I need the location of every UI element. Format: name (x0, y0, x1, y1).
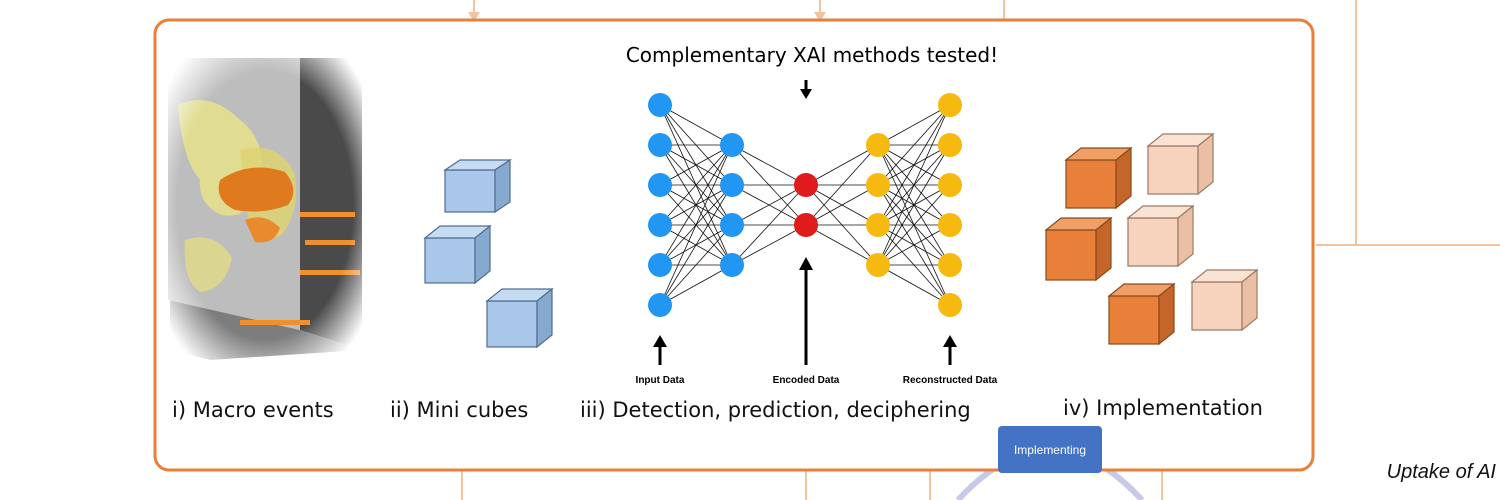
cube-front (424, 237, 476, 284)
cube-side (1115, 146, 1132, 210)
cube-side (1158, 282, 1175, 346)
network-node-output (938, 173, 962, 197)
edge-fade (160, 45, 370, 365)
network-node-output (938, 213, 962, 237)
stage-label-mini-cubes: ii) Mini cubes (390, 398, 529, 422)
cube-front (1045, 229, 1097, 281)
network-node-input (720, 213, 744, 237)
macro-events-illustration (160, 45, 370, 365)
network-edge (877, 144, 951, 266)
network-edge (659, 144, 733, 266)
cube-front (1127, 217, 1179, 267)
network-node-output (866, 133, 890, 157)
mini-cubes-group (423, 158, 554, 349)
implementing-badge: Implementing (998, 426, 1102, 473)
cube-side (1177, 204, 1194, 268)
mini-cube (423, 224, 492, 285)
mini-cube (443, 158, 512, 214)
network-node-input (720, 173, 744, 197)
cube-side (1095, 216, 1112, 282)
network-node-output (938, 93, 962, 117)
network-edge (731, 144, 807, 186)
network-nodes (648, 93, 962, 317)
network-node-output (866, 173, 890, 197)
implementation-cube-peach (1146, 132, 1215, 196)
network-edge (877, 104, 951, 226)
input-arrow-head (653, 335, 667, 347)
implementation-cube-orange (1064, 146, 1133, 210)
reconstructed-arrow-head (943, 335, 957, 347)
network-edge (877, 104, 951, 266)
network-node-output (938, 293, 962, 317)
network-node-output (866, 253, 890, 277)
implementation-cube-orange (1107, 282, 1176, 346)
network-edge (659, 264, 733, 306)
implementation-cube-orange (1044, 216, 1113, 282)
network-edge (659, 224, 733, 306)
network-edge (659, 184, 733, 306)
cube-side (1241, 268, 1258, 332)
cube-side (1197, 132, 1214, 196)
cube-side (536, 287, 553, 349)
network-edge (805, 184, 879, 226)
pipeline-frame (153, 18, 1315, 472)
connector-arrow-top-2 (814, 12, 826, 22)
cube-side (494, 158, 511, 214)
encoded-data-label: Encoded Data (773, 375, 840, 386)
network-edge (877, 184, 951, 266)
uptake-caption: Uptake of AI (1386, 461, 1496, 483)
network-edge (659, 144, 733, 186)
network-node-input (720, 133, 744, 157)
cube-front (444, 169, 496, 213)
network-edge (659, 144, 733, 306)
network-edge (805, 144, 879, 186)
network-node-input (648, 93, 672, 117)
network-node-input (648, 173, 672, 197)
network-node-encoded (794, 213, 818, 237)
network-edge (731, 184, 807, 266)
network-edge (877, 104, 951, 146)
cube-front (486, 300, 538, 348)
implementation-cubes (1044, 132, 1259, 346)
network-node-encoded (794, 173, 818, 197)
network-edge (805, 144, 879, 226)
network-edge (659, 104, 733, 146)
network-node-output (866, 213, 890, 237)
stage-label-detection: iii) Detection, prediction, deciphering (580, 398, 971, 422)
encoded-arrow-head (799, 257, 813, 270)
network-edge (805, 224, 879, 266)
mini-cube (485, 287, 554, 349)
network-arrows (653, 80, 957, 365)
network-edge (877, 224, 951, 266)
network-node-input (648, 213, 672, 237)
network-node-output (938, 253, 962, 277)
connector-arrow-top-1 (468, 12, 480, 22)
stage-label-macro-events: i) Macro events (172, 398, 334, 422)
network-node-output (938, 133, 962, 157)
cube-front (1191, 281, 1243, 331)
xai-arrow-head (800, 89, 812, 99)
network-edge (731, 224, 807, 266)
xai-title: Complementary XAI methods tested! (626, 43, 998, 67)
implementation-cube-peach (1190, 268, 1259, 332)
cube-side (474, 224, 491, 285)
network-edge (877, 264, 951, 306)
network-node-input (648, 293, 672, 317)
cube-front (1147, 145, 1199, 195)
network-node-input (648, 133, 672, 157)
input-data-label: Input Data (636, 375, 685, 386)
network-node-input (648, 253, 672, 277)
network-edge (659, 144, 733, 226)
network-edge (877, 104, 951, 186)
network-edge (731, 184, 807, 226)
cube-front (1108, 295, 1160, 345)
reconstructed-data-label: Reconstructed Data (903, 375, 998, 386)
implementation-cube-peach (1126, 204, 1195, 268)
stage-label-implementation: iv) Implementation (1063, 396, 1263, 420)
network-node-input (720, 253, 744, 277)
cube-front (1065, 159, 1117, 209)
